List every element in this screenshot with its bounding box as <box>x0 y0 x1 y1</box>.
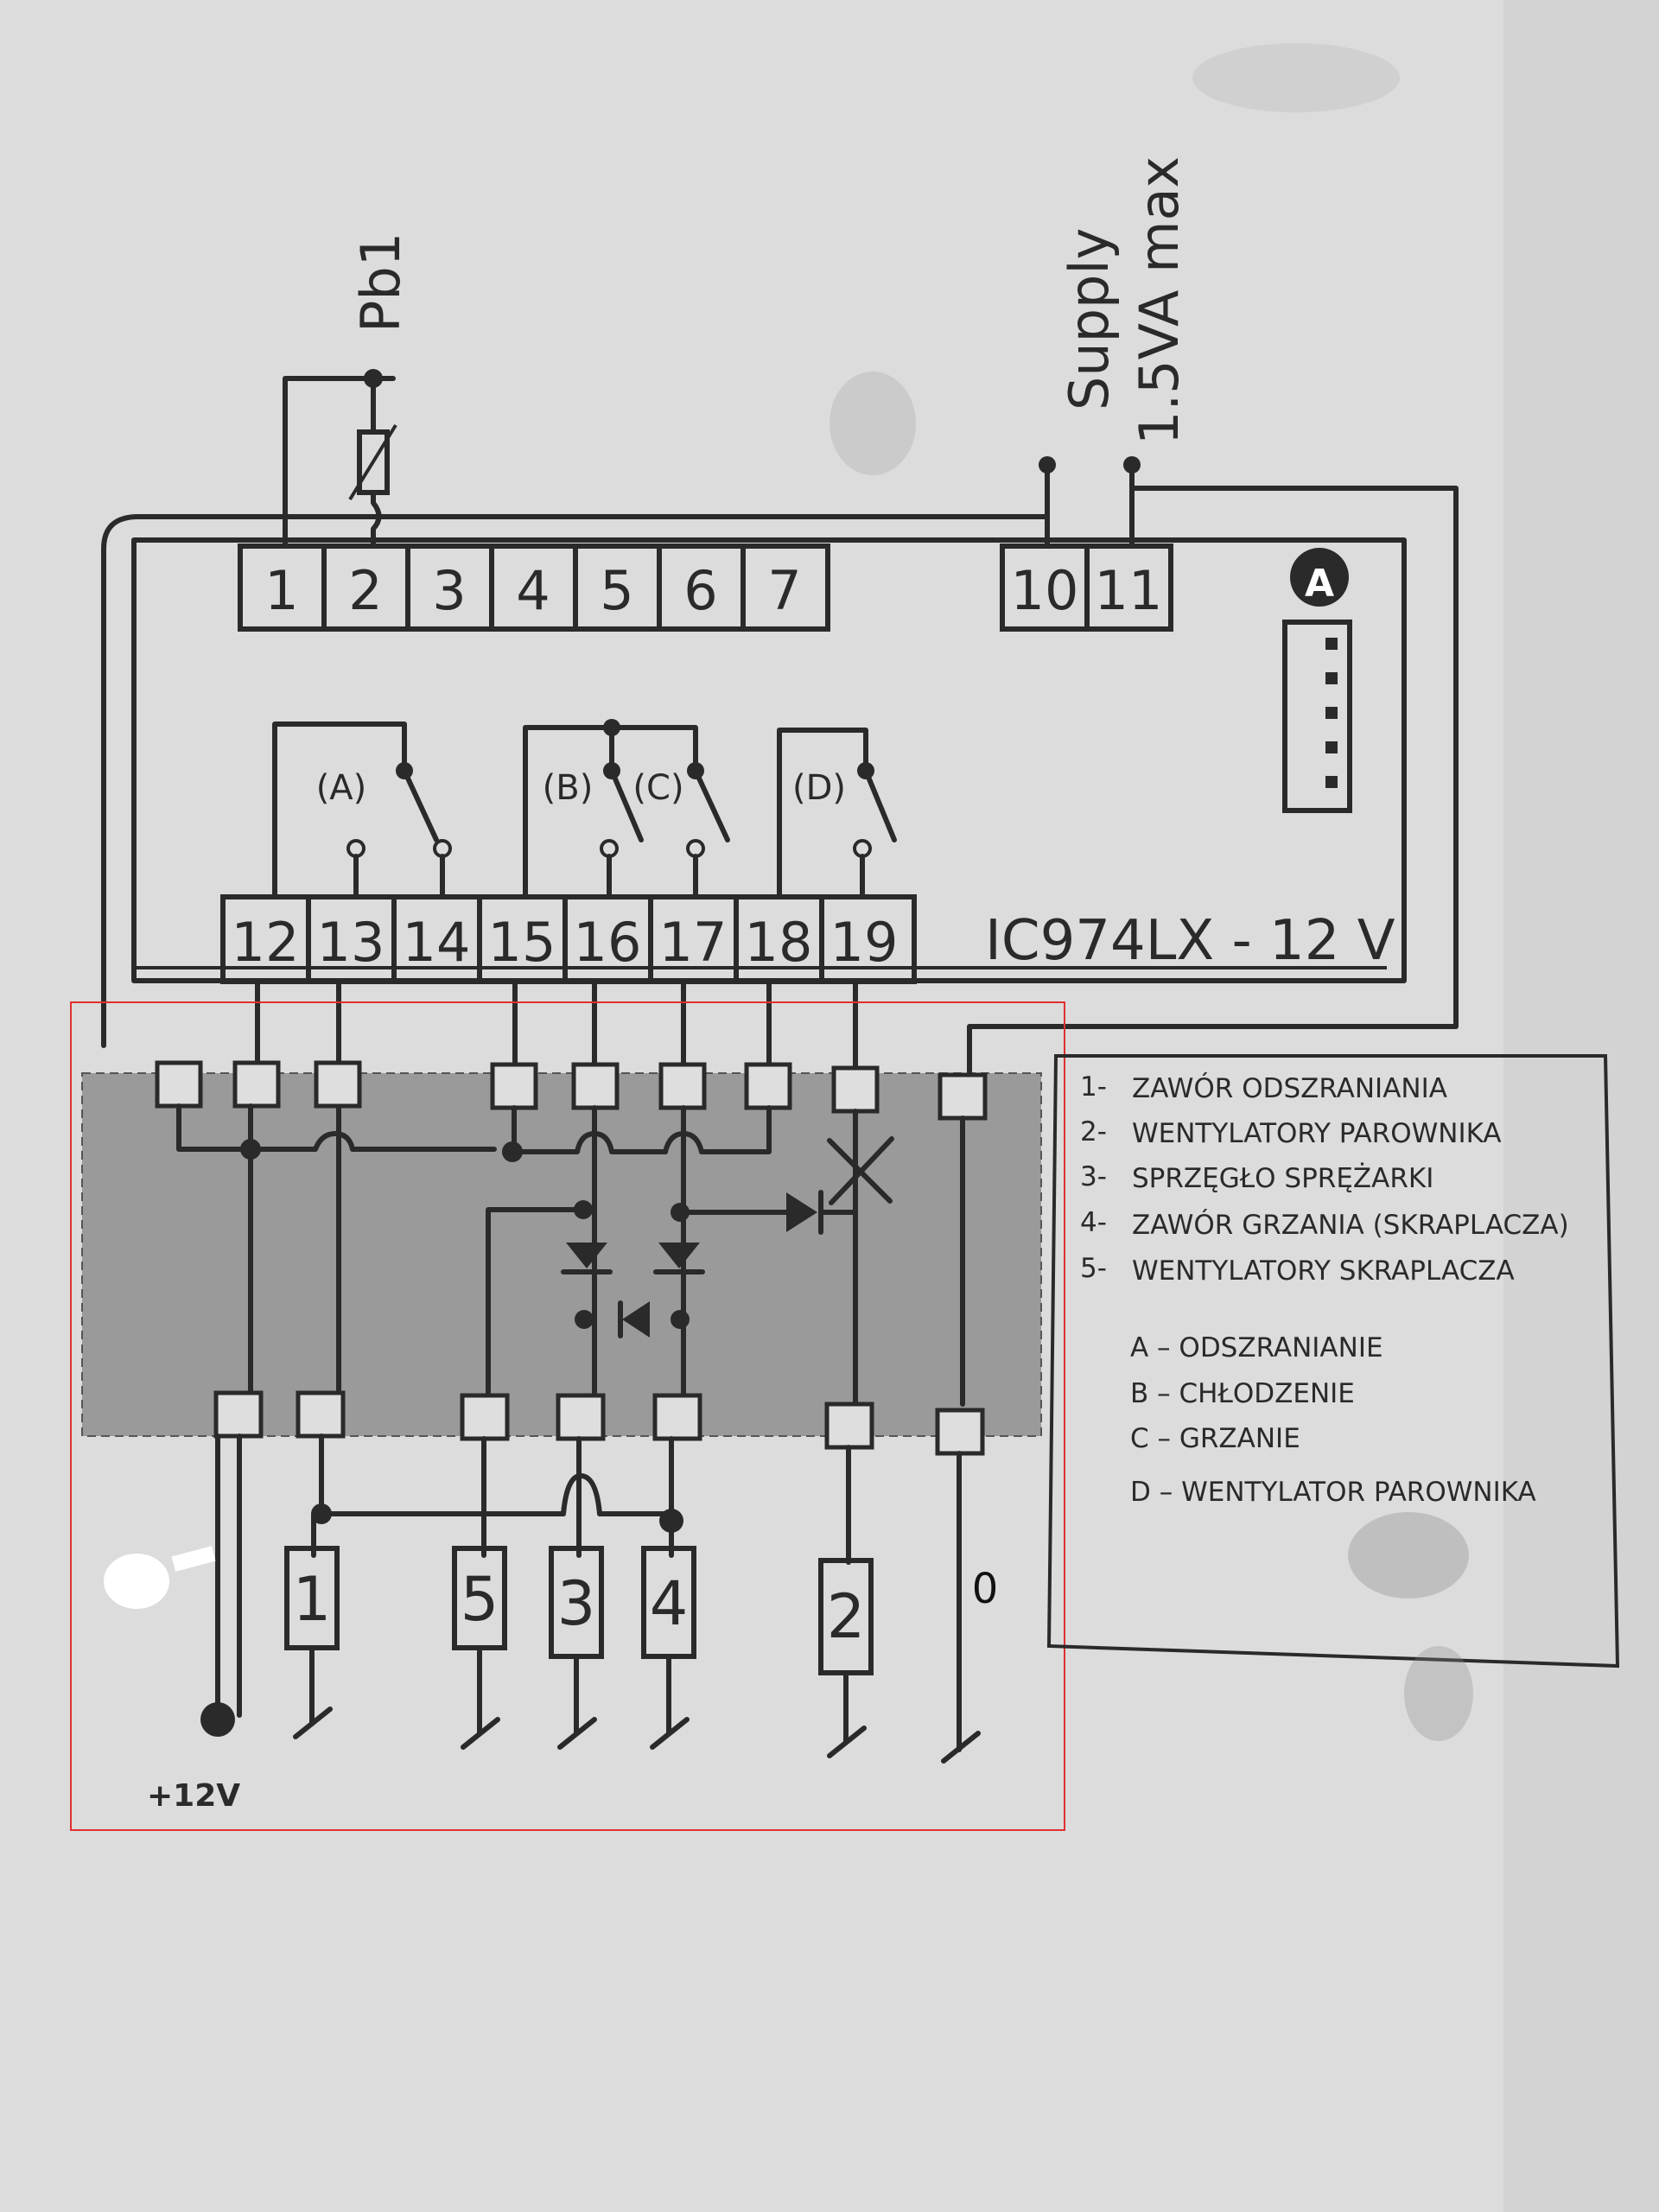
legend-num-1: 1- <box>1080 1071 1107 1103</box>
legend-mode-a: A – ODSZRANIANIE <box>1130 1332 1383 1363</box>
supply-label: Supply <box>1058 228 1121 410</box>
terminal-14: 14 <box>403 911 471 974</box>
terminal-6: 6 <box>683 559 717 622</box>
legend-mode-d: D – WENTYLATOR PAROWNIKA <box>1130 1477 1536 1508</box>
legend-num-3: 3- <box>1080 1161 1107 1192</box>
legend-mode-b: B – CHŁODZENIE <box>1130 1378 1355 1409</box>
bottom-terminal-block <box>220 894 917 984</box>
legend-item-4: ZAWÓR GRZANIA (SKRAPLACZA) <box>1132 1209 1569 1241</box>
legend-num-4: 4- <box>1080 1207 1107 1238</box>
model-label: IC974LX - 12 V <box>985 909 1395 973</box>
legend-mode-c: C – GRZANIE <box>1130 1423 1300 1454</box>
load-3-label: 3 <box>557 1568 596 1639</box>
load-5-label: 5 <box>461 1564 499 1635</box>
relay-b-label: (B) <box>543 768 594 808</box>
relay-d-label: (D) <box>792 768 846 808</box>
load-1-label: 1 <box>293 1564 332 1635</box>
legend-box <box>1046 1054 1620 1669</box>
terminal-4: 4 <box>516 559 550 622</box>
terminal-5: 5 <box>600 559 633 622</box>
supply-rating-label: 1.5VA max <box>1128 156 1191 445</box>
terminal-11: 11 <box>1095 559 1163 622</box>
legend: 1- ZAWÓR ODSZRANIANIA 2- WENTYLATORY PAR… <box>1080 1071 1569 1508</box>
relay-a-label: (A) <box>316 768 367 808</box>
legend-item-3: SPRZĘGŁO SPRĘŻARKI <box>1132 1163 1433 1194</box>
top-terminal-block <box>238 543 830 632</box>
probe-label: Pb1 <box>349 232 412 333</box>
terminal-7: 7 <box>767 559 801 622</box>
terminal-16: 16 <box>574 911 642 974</box>
shaded-module <box>81 1072 1042 1437</box>
terminal-10: 10 <box>1011 559 1079 622</box>
terminal-18: 18 <box>745 911 813 974</box>
port-badge-circle <box>1290 548 1349 607</box>
terminal-3: 3 <box>432 559 466 622</box>
legend-item-2: WENTYLATORY PAROWNIKA <box>1132 1118 1502 1149</box>
zero-label: 0 <box>972 1565 999 1613</box>
terminal-13: 13 <box>317 911 385 974</box>
load-2-label: 2 <box>827 1581 866 1652</box>
terminal-2: 2 <box>348 559 382 622</box>
positive-supply-label: +12V <box>147 1778 240 1814</box>
highlight-frame <box>70 1001 1065 1831</box>
terminal-19: 19 <box>830 911 899 974</box>
terminal-12: 12 <box>232 911 300 974</box>
legend-item-5: WENTYLATORY SKRAPLACZA <box>1132 1255 1515 1287</box>
supply-terminal-block <box>1000 543 1173 632</box>
load-4-label: 4 <box>650 1568 689 1639</box>
legend-num-5: 5- <box>1080 1253 1107 1284</box>
legend-item-1: ZAWÓR ODSZRANIANIA <box>1132 1072 1447 1104</box>
terminal-1: 1 <box>264 559 298 622</box>
terminal-17: 17 <box>659 911 728 974</box>
port-badge: A <box>1305 562 1334 606</box>
relay-c-label: (C) <box>632 768 683 808</box>
terminal-15: 15 <box>488 911 556 974</box>
connector <box>1282 620 1352 813</box>
legend-num-2: 2- <box>1080 1116 1107 1147</box>
